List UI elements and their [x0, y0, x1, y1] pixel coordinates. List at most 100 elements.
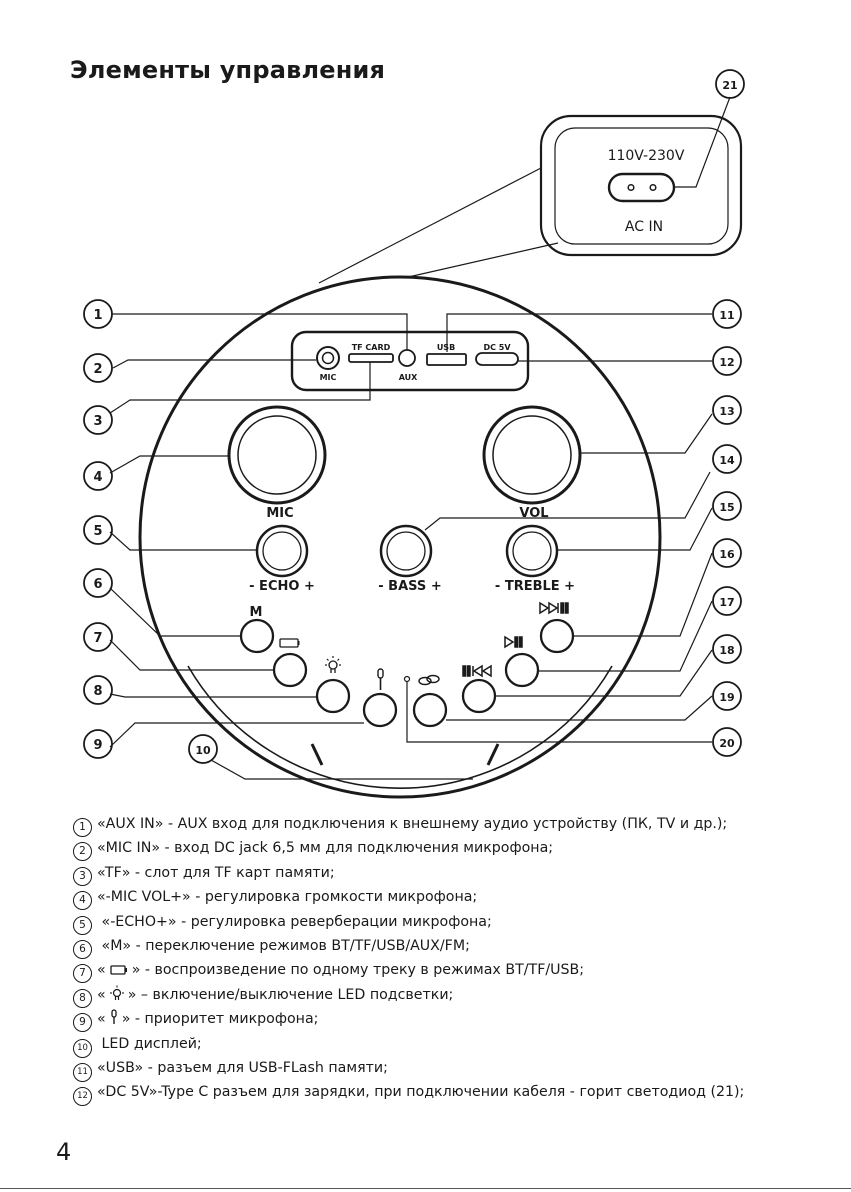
- legend-text: «TF» - слот для TF карт памяти;: [97, 864, 335, 881]
- legend-text: » - приоритет микрофона;: [121, 1011, 319, 1028]
- callout-6: [83, 568, 113, 598]
- callout-9-num: 9: [93, 738, 102, 753]
- callout-15: [712, 491, 742, 521]
- callout-11: [712, 299, 742, 329]
- prev-track-icon: [462, 664, 492, 678]
- legend-item: 6 «M» - переключение режимов BT/TF/USB/A…: [73, 934, 833, 959]
- bottom-divider: [0, 1188, 851, 1189]
- ac-socket: [607, 172, 676, 203]
- callout-4-num: 4: [93, 470, 102, 485]
- callout-17-num: 17: [719, 596, 734, 609]
- legend-text: «: [97, 962, 106, 979]
- legend-item: 2 «MIC IN» - вход DC jack 6,5 мм для подк…: [73, 836, 833, 862]
- port-label-usb: USB: [437, 343, 455, 352]
- play-pause-button: [504, 652, 540, 688]
- legend-number: 3: [73, 866, 92, 886]
- next-track-icon: [539, 601, 569, 615]
- callout-10: [188, 734, 218, 764]
- callout-1: [83, 299, 113, 329]
- callout-20: [712, 727, 742, 757]
- speaker-top-outline: [138, 275, 662, 799]
- tf-card-slot: [348, 353, 394, 363]
- play-pause-icon: [504, 635, 523, 649]
- callout-8-num: 8: [93, 684, 102, 699]
- callout-5-num: 5: [93, 524, 102, 539]
- callout-5: [83, 515, 113, 545]
- legend-number: 1: [73, 818, 92, 837]
- callout-18: [712, 634, 742, 664]
- knob-label-mic: MIC: [266, 506, 293, 521]
- aux-jack-icon: [398, 349, 416, 367]
- callout-20-num: 20: [719, 737, 735, 750]
- prev-button: [461, 678, 497, 714]
- light-button: [315, 678, 351, 714]
- vol-knob: [482, 405, 582, 505]
- echo-knob: [255, 524, 309, 578]
- repeat-button: [272, 652, 308, 688]
- legend-text: «: [97, 1011, 106, 1028]
- m-button: [239, 618, 275, 654]
- callout-18-num: 18: [719, 644, 734, 657]
- callout-markers: [83, 69, 745, 764]
- mic-priority-button: [362, 692, 398, 728]
- port-label-mic: MIC: [320, 373, 337, 382]
- legend-text: «DC 5V»-Type C разъем для зарядки, при п…: [97, 1084, 745, 1101]
- bass-knob: [379, 524, 433, 578]
- callout-4: [83, 461, 113, 491]
- callout-7: [83, 622, 113, 652]
- legend-number: 12: [73, 1087, 92, 1107]
- legend-text: «MIC IN» - вход DC jack 6,5 мм для подкл…: [97, 840, 554, 857]
- callout-9: [83, 729, 113, 759]
- legend-item: 4«-MIC VOL+» - регулировка громкости мик…: [73, 885, 833, 911]
- page-number: 4: [56, 1138, 72, 1166]
- callout-17: [712, 586, 742, 616]
- usb-port: [426, 353, 467, 366]
- callout-16-num: 16: [719, 548, 735, 561]
- legend-number: 7: [73, 964, 92, 984]
- port-label-aux: AUX: [399, 373, 418, 382]
- callout-7-num: 7: [93, 631, 102, 646]
- battery-icon: [279, 638, 299, 648]
- mic-icon: [109, 1009, 119, 1033]
- legend-item: 12 «DC 5V»-Type C разъем для зарядки, при…: [73, 1080, 833, 1107]
- legend-item: 10 LED дисплей;: [73, 1032, 833, 1058]
- legend-item: 11«USB» - разъем для USB-FLash памяти;: [73, 1056, 833, 1082]
- callout-14: [712, 444, 742, 474]
- ac-voltage-label: 110V-230V: [608, 148, 685, 164]
- legend-list: 1 «AUX IN» - AUX вход для подключения к в…: [73, 812, 833, 1107]
- mic-knob: [227, 405, 327, 505]
- knob-label-echo: - ECHO +: [249, 579, 315, 594]
- callout-10-num: 10: [195, 744, 211, 757]
- callout-16: [712, 538, 742, 568]
- legend-text: «AUX IN» - AUX вход для подключения к вн…: [97, 816, 728, 832]
- control-panel-diagram: 110V-230V AC IN TF CARD USB DC 5V MIC AU…: [83, 69, 745, 799]
- legend-text: «-ECHO+» - регулировка реверберации микр…: [97, 913, 492, 930]
- led-indicator: [403, 675, 411, 683]
- port-label-tf: TF CARD: [352, 343, 391, 352]
- knob-label-bass: - BASS +: [378, 579, 441, 594]
- mic-jack-icon: [316, 346, 340, 370]
- legend-item: 7«» - воспроизведение по одному треку в …: [73, 958, 833, 984]
- callout-6-num: 6: [93, 577, 102, 592]
- link-icon: [418, 674, 440, 686]
- legend-text: «M» - переключение режимов BT/TF/USB/AUX…: [97, 937, 470, 954]
- callout-21-num: 21: [722, 79, 737, 92]
- legend-item: 3 «TF» - слот для TF карт памяти;: [73, 861, 833, 886]
- ac-in-label: AC IN: [625, 219, 663, 235]
- bulb-icon: [109, 985, 125, 1009]
- callout-19: [712, 681, 742, 711]
- ac-panel: [539, 114, 743, 257]
- callout-3-num: 3: [93, 414, 102, 429]
- legend-text: » – включение/выключение LED подсветки;: [127, 986, 454, 1003]
- callout-13-num: 13: [719, 405, 734, 418]
- callout-12: [712, 346, 742, 376]
- legend-number: 2: [73, 842, 92, 862]
- treble-knob: [505, 524, 559, 578]
- callout-12-num: 12: [719, 356, 734, 369]
- legend-text: LED дисплей;: [97, 1035, 202, 1052]
- callout-14-num: 14: [719, 454, 735, 467]
- legend-text: «: [97, 986, 106, 1003]
- legend-item: 9«» - приоритет микрофона;: [73, 1007, 833, 1033]
- page-title: Элементы управления: [70, 56, 386, 84]
- legend-item: 8«» – включение/выключение LED подсветки…: [73, 983, 833, 1009]
